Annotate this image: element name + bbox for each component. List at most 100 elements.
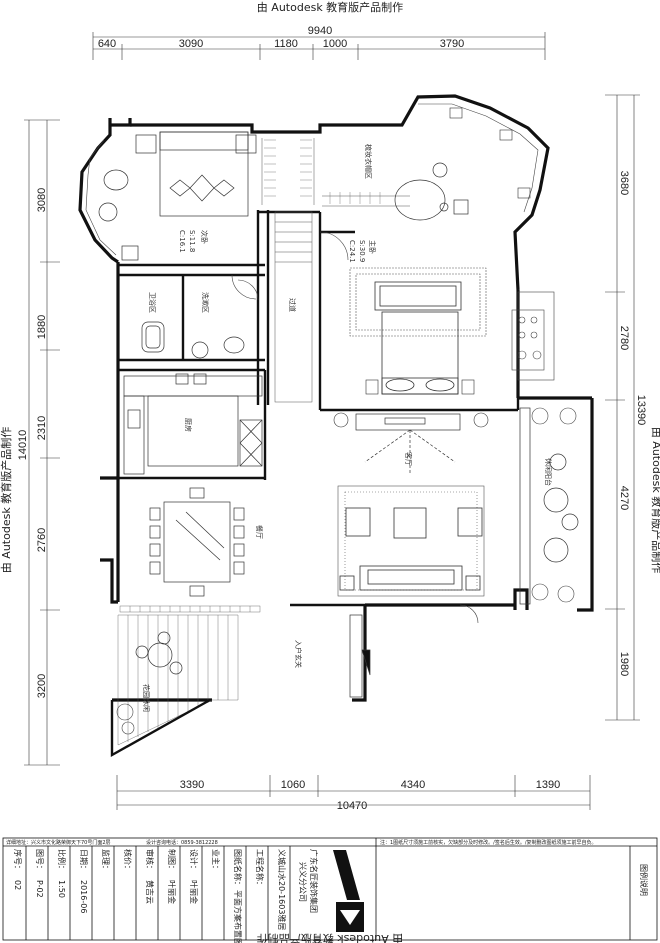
kitchen-counter [123,373,263,475]
living-plants-top [333,412,489,428]
side-window-box [511,291,555,381]
dim-right-1: 3680 [618,171,630,195]
interior-walls [118,210,520,607]
room-label-living: 客厅 [404,452,413,466]
tb-owner-label: 业主： [211,849,221,873]
balcony-furniture [519,407,579,605]
tb-checker-label: 核价： [123,849,133,873]
dim-top-1: 640 [98,38,116,50]
bay-windows [85,103,539,256]
bedroom2-chairs [98,169,129,222]
living-rug [337,485,485,597]
tb-legend-label: 图例说明 [639,864,649,896]
tb-seq-value: 02 [13,880,22,890]
bedroom2-bed [135,131,257,217]
tb-designer-value: 叶丽金 [189,880,199,904]
room-label-wash: 洗漱区 [201,292,210,313]
tb-date-value: 2016-06 [79,880,88,913]
left-dimensions [24,119,60,766]
watermark-bottom: 由 Autodesk 教育版产品制作 [257,932,403,943]
dim-bottom-total: 10470 [337,800,368,812]
entrance-area [349,614,371,698]
tb-company-1: 广东名匠装饰集团 [309,849,319,913]
room-area-bedroom2-2: C:16.1 [178,230,186,253]
dim-bottom-1: 3390 [180,779,204,791]
dining-table [149,487,245,597]
stair-treads [274,211,313,403]
room-label-cloak: 梳妆衣帽区 [364,144,373,179]
room-label-dining: 餐厅 [255,525,264,539]
dressing-table [394,162,469,221]
dim-top-total: 9940 [308,25,332,37]
dim-bottom-2: 1060 [281,779,305,791]
tb-scale-value: 1:50 [57,880,66,898]
living-sofa-set [339,507,483,591]
dim-bottom-4: 1390 [536,779,560,791]
tb-reviewer-label: 审核： [145,849,155,873]
tb-drafter-label: 制图： [167,849,177,873]
master-side-tables [365,379,475,395]
title-block-frame [2,837,658,941]
wardrobe-hangers [261,138,410,207]
tb-project-value: 义城山水20-1603雅居 [277,849,287,930]
master-bed [374,281,462,395]
dim-left-total: 14010 [17,430,29,461]
bedroom2-stool [121,245,139,261]
tb-seq-label: 序号： [13,849,23,873]
tb-project-label: 工程名称： [255,849,265,889]
tb-scale-label: 比例： [57,849,67,873]
room-label-entrance: 入户玄关 [294,640,303,668]
tb-drafter-value: 叶丽金 [167,880,177,904]
room-area-bedroom2-1: S:11.8 [188,230,196,252]
tb-drawing-name-value: 平面方案布置图 [233,890,243,943]
dim-top-4: 1000 [323,38,347,50]
tb-supervisor-label: 监理： [101,849,111,873]
room-area-master-2: C:24.1 [348,240,356,263]
watermark-top: 由 Autodesk 教育版产品制作 [257,0,403,14]
dim-left-4: 2760 [36,528,48,552]
tb-company-2: 兴义分公司 [298,862,307,902]
tb-designer-label: 设计： [189,849,199,873]
tb-phone: 设计咨询电话：0859-3812228 [146,839,218,846]
bathtub [141,321,165,353]
tb-note: 注：1图纸尺寸须施工前核实，欠缺部分及时修改。/签名后生效。/复制删改图纸须施工… [380,839,597,846]
dim-top-3: 1180 [274,38,298,50]
dim-right-total: 13390 [635,395,647,426]
garden-edge [110,698,211,758]
room-label-garden: 花园休闲 [142,684,151,712]
top-dimensions [92,32,546,60]
company-logo [333,850,364,932]
watermark-right: 由 Autodesk 教育版产品制作 [650,427,660,573]
dining-window-grid [119,605,261,613]
door-swings [231,231,479,624]
dim-bottom-3: 4340 [401,779,425,791]
tb-reviewer-value: 黄吉云 [145,880,155,904]
dim-top-2: 3090 [179,38,203,50]
wash-basin [191,336,245,359]
dim-top-5: 3790 [440,38,464,50]
room-label-kitchen: 厨房 [184,418,193,432]
dim-right-4: 1980 [618,652,630,676]
tb-address: 详细地址：兴义市文化路荣御天下70号门面2层 [6,839,111,846]
dim-right-2: 2780 [618,326,630,350]
dim-left-2: 1880 [36,315,48,339]
master-rug [349,267,487,337]
hanger-marks [264,139,381,204]
room-area-master-1: S:30.9 [358,240,366,262]
dim-left-3: 2310 [36,416,48,440]
garden-table [135,631,183,675]
room-label-master: 主卧 [368,240,377,254]
room-label-bedroom2: 次卧 [200,230,209,244]
balcony-plants [531,407,577,603]
dim-left-5: 3200 [36,674,48,698]
bottom-dimensions [116,775,591,810]
tb-drawing-name-label: 图纸名称： [233,849,243,889]
tv-unit [355,413,461,475]
dim-right-3: 4270 [618,486,630,510]
garden-plants [116,703,135,735]
watermark-left: 由 Autodesk 教育版产品制作 [0,427,13,573]
bay-chairs [449,107,531,199]
garden-deck [117,614,239,746]
right-dimensions [605,94,640,721]
